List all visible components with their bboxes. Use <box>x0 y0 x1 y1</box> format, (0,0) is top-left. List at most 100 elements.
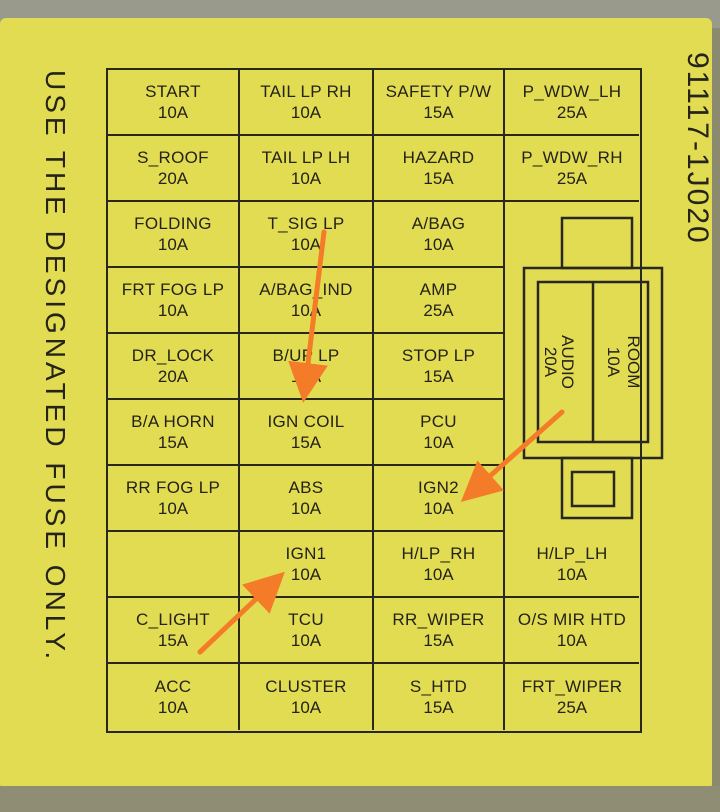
fuse-name: S_HTD <box>409 676 468 696</box>
fuse-name: A/BAG <box>411 213 466 233</box>
fuse-slot: FRT FOG LP 10A <box>108 268 240 334</box>
fuse-slot: SAFETY P/W 15A <box>374 70 505 136</box>
fuse-amps: 10A <box>290 301 322 320</box>
fuse-slot: PCU 10A <box>374 400 505 466</box>
fuse-slot: T_SIG LP 10A <box>240 202 374 268</box>
fuse-slot <box>108 532 240 598</box>
fuse-amps: 20A <box>157 367 189 386</box>
fuse-amps: 10A <box>290 103 322 122</box>
fuse-name: P_WDW_RH <box>521 147 623 167</box>
fuse-slot: DR_LOCK 20A <box>108 334 240 400</box>
fuse-amps: 15A <box>157 433 189 452</box>
fuse-slot: ACC 10A <box>108 664 240 730</box>
fuse-name: TAIL LP RH <box>260 81 352 101</box>
fuse-slot: CLUSTER 10A <box>240 664 374 730</box>
fuse-name: S_ROOF <box>137 147 209 167</box>
fuse-name: RR_WIPER <box>392 609 485 629</box>
fuse-slot: S_ROOF 20A <box>108 136 240 202</box>
fuse-name: IGN COIL <box>267 411 345 431</box>
fuse-slot: IGN2 10A <box>374 466 505 532</box>
fuse-slot: P_WDW_RH 25A <box>505 136 639 202</box>
fuse-name: SAFETY P/W <box>385 81 492 101</box>
fuse-name: FRT_WIPER <box>521 676 623 696</box>
fuse-amps: 10A <box>290 169 322 188</box>
fuse-slot: H/LP_RH 10A <box>374 532 505 598</box>
fuse-amps: 10A <box>423 433 454 452</box>
fuse-slot: FOLDING 10A <box>108 202 240 268</box>
fuse-amps: 10A <box>423 499 454 518</box>
fuse-name: STOP LP <box>401 345 476 365</box>
fuse-name: ACC <box>154 676 192 696</box>
fuse-name: PCU <box>420 411 457 431</box>
fuse-amps: 25A <box>556 103 588 122</box>
fuse-amps: 10A <box>157 698 189 717</box>
fuse-slot: C_LIGHT 15A <box>108 598 240 664</box>
fuse-name: IGN2 <box>418 477 459 497</box>
fuse-name: TAIL LP LH <box>261 147 351 167</box>
fuse-amps: 15A <box>157 631 189 650</box>
fuse-amps: 25A <box>423 301 454 320</box>
fuse-name: B/A HORN <box>131 411 215 431</box>
fuse-name: O/S MIR HTD <box>517 609 627 629</box>
fuse-name: DR_LOCK <box>131 345 215 365</box>
fuse-slot: FRT_WIPER 25A <box>505 664 639 730</box>
fuse-amps: 10A <box>423 235 454 254</box>
fuse-name: H/LP_RH <box>401 543 476 563</box>
fuse-amps: 10A <box>157 301 189 320</box>
fuse-amps: 10A <box>290 565 322 584</box>
fuse-amps: 25A <box>556 169 588 188</box>
fuse-slot: A/BAG 10A <box>374 202 505 268</box>
fuse-amps: 25A <box>556 698 588 717</box>
fuse-amps: 10A <box>423 565 454 584</box>
fuse-name: A/BAG_IND <box>259 279 353 299</box>
fuse-slot: AMP 25A <box>374 268 505 334</box>
fuse-name: H/LP_LH <box>536 543 608 563</box>
fuse-slot: ABS 10A <box>240 466 374 532</box>
fuse-slot: H/LP_LH 10A <box>505 532 639 598</box>
fuse-amps: 15A <box>423 631 454 650</box>
fuse-amps: 10A <box>290 631 322 650</box>
fuse-name: HAZARD <box>402 147 475 167</box>
fuse-grid: START 10A TAIL LP RH 10A SAFETY P/W 15A P_WDW_… <box>106 68 642 733</box>
fuse-slot: TAIL LP RH 10A <box>240 70 374 136</box>
fuse-slot: TAIL LP LH 10A <box>240 136 374 202</box>
fuse-amps: 10A <box>157 235 189 254</box>
fuse-slot: STOP LP 15A <box>374 334 505 400</box>
fuse-amps: 10A <box>290 367 322 386</box>
side-instruction: USE THE DESIGNATED FUSE ONLY. <box>40 70 71 664</box>
fuse-amps: 10A <box>290 235 322 254</box>
fuse-amps: 15A <box>423 103 454 122</box>
fuse-amps: 10A <box>290 499 322 518</box>
fuse-slot: A/BAG_IND 10A <box>240 268 374 334</box>
fuse-amps: 10A <box>157 499 189 518</box>
fuse-slot: START 10A <box>108 70 240 136</box>
fuse-name: START <box>145 81 201 101</box>
fuse-name: C_LIGHT <box>136 609 210 629</box>
fuse-amps: 10A <box>290 698 322 717</box>
fuse-slot: IGN1 10A <box>240 532 374 598</box>
fuse-slot: RR_WIPER 15A <box>374 598 505 664</box>
fuse-slot: B/A HORN 15A <box>108 400 240 466</box>
fuse-amps: 20A <box>157 169 189 188</box>
fuse-name: FRT FOG LP <box>121 279 225 299</box>
fuse-amps: 15A <box>290 433 322 452</box>
fuse-name: ABS <box>288 477 324 497</box>
part-number: 91117-1J020 <box>681 52 714 245</box>
fuse-name: IGN1 <box>285 543 327 563</box>
fuse-name: AMP <box>419 279 458 299</box>
frame-bottom <box>0 786 720 812</box>
fuse-amps: 15A <box>423 367 454 386</box>
fuse-name: T_SIG LP <box>267 213 345 233</box>
fuse-slot: IGN COIL 15A <box>240 400 374 466</box>
fuse-name: FOLDING <box>134 213 212 233</box>
fuse-amps: 10A <box>157 103 189 122</box>
fuse-name: CLUSTER <box>265 676 347 696</box>
fuse-amps: 10A <box>556 565 588 584</box>
